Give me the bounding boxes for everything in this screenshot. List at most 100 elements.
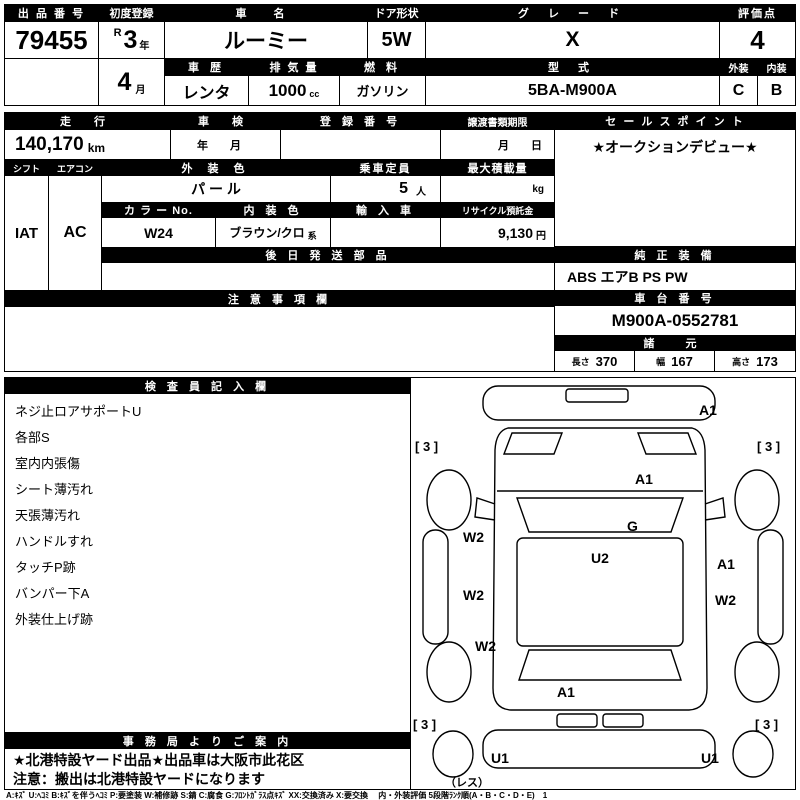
tire-rear-right: [732, 730, 774, 778]
car-name-label: 車 名: [164, 4, 368, 22]
inspector-notes-label: 検 査 員 記 入 欄: [4, 377, 411, 394]
aircon-label: エアコン: [48, 160, 102, 176]
inspector-note-line: ハンドルすれ: [15, 534, 94, 549]
color-no: W24: [101, 217, 216, 248]
dimension-height: 高さ 173: [714, 350, 796, 372]
later-parts: [101, 262, 555, 291]
tire-rear-left: [432, 730, 474, 778]
windshield: [516, 497, 684, 533]
damage-code-label: A1: [717, 556, 735, 572]
year-suffix: 年: [139, 41, 150, 52]
dimension-width: 幅 167: [634, 350, 715, 372]
office-notice-label: 事 務 局 よ り ご 案 内: [4, 732, 411, 749]
mileage-label: 走 行: [4, 112, 171, 130]
damage-code-label: W2: [715, 592, 736, 608]
inspector-note-line: ネジ止ロアサポートU: [15, 404, 142, 419]
height-value: 173: [756, 353, 778, 369]
caution-label: 注 意 事 項 欄: [4, 290, 555, 307]
inspector-note-line: 各部S: [15, 430, 50, 445]
oem-equipment: ABS エアB PS PW: [554, 262, 796, 291]
car-name: ルーミー: [164, 21, 368, 59]
damage-code-label: U2: [591, 550, 609, 566]
capacity-value: 5: [399, 180, 408, 197]
model-code-label: 型 式: [425, 58, 720, 76]
headlight-right: [636, 432, 698, 455]
oem-equipment-label: 純 正 装 備: [554, 247, 796, 263]
height-label: 高さ: [732, 356, 751, 367]
damage-code-label: W2: [463, 529, 484, 545]
damage-code-label: [ 3 ]: [413, 717, 436, 732]
side-sill-left: [422, 529, 449, 645]
displacement-unit: cc: [309, 89, 320, 99]
front-plate: [565, 388, 629, 403]
exterior-grade: C: [719, 75, 758, 106]
month-suffix: 月: [135, 85, 146, 96]
damage-code-label: U1: [491, 750, 509, 766]
inspector-note-line: 室内内張傷: [15, 456, 81, 471]
transfer-deadline-label: 譲渡書類期限: [440, 112, 555, 130]
roof-panel: [516, 537, 684, 647]
damage-code-legend: A:ｷｽﾞ U:ﾍｺﾐ B:ｷｽﾞを伴うﾍｺﾐ P:要塗装 W:補修跡 S:錆 …: [6, 791, 548, 800]
interior-label: 内装: [757, 58, 796, 76]
tire-front-right: [734, 469, 780, 531]
inspection-label: 車 検: [170, 112, 281, 130]
later-parts-label: 後 日 発 送 部 品: [101, 247, 555, 263]
exterior-color: パ ー ル: [101, 175, 331, 203]
headlight-left: [502, 432, 564, 455]
damage-code-label: [ 3 ]: [755, 717, 778, 732]
damage-code-label: A1: [699, 402, 717, 418]
damage-code-label: G: [627, 518, 638, 534]
capacity: 5 人: [330, 175, 441, 203]
recycle-deposit: 9,130 円: [440, 217, 555, 248]
caution-area: [4, 306, 555, 372]
car-body-outline: [492, 427, 708, 711]
chassis-no: M900A-0552781: [554, 305, 796, 336]
mileage-unit: km: [87, 141, 106, 155]
damage-code-label: [ 3 ]: [415, 439, 438, 454]
damage-code-label: W2: [475, 638, 496, 654]
reg-year-value: 3: [123, 25, 138, 54]
first-registration-label: 初度登録: [98, 4, 165, 22]
registration-no-label: 登 録 番 号: [280, 112, 441, 130]
damage-code-label: A1: [635, 471, 653, 487]
sales-point-label: セ ー ル ス ポ イ ン ト: [554, 112, 796, 130]
damage-code-label: （レス）: [445, 776, 489, 789]
dimensions-label: 諸 元: [554, 335, 796, 351]
office-notice-line1: ★北港特設ヤード出品★出品車は大阪市此花区: [13, 752, 305, 768]
grade: X: [425, 21, 720, 59]
auction-no-label: 出 品 番 号: [4, 4, 99, 22]
displacement-label: 排 気 量: [248, 58, 340, 76]
length-value: 370: [595, 353, 618, 369]
door-shape: 5W: [367, 21, 426, 59]
aircon-type: AC: [48, 175, 102, 291]
interior-color: ブラウン/クロ 系: [215, 217, 331, 248]
inspector-note-line: バンパー下A: [15, 586, 90, 601]
shift-label: シフト: [4, 160, 49, 176]
displacement-value: 1000: [268, 80, 307, 100]
office-notice-line2: 注意：搬出は北港特設ヤードになります: [13, 771, 265, 787]
recycle-fee-value: 9,130: [497, 224, 533, 241]
blank-cell: [4, 58, 99, 106]
damage-code-label: A1: [557, 684, 575, 700]
auction-no: 79455: [4, 21, 99, 59]
fuel-label: 燃 料: [339, 58, 426, 76]
inspection-date: 年 月: [170, 129, 281, 160]
shift-type: IAT: [4, 175, 49, 291]
interior-color-suffix: 系: [307, 231, 317, 241]
inspector-note-line: 外装仕上げ跡: [15, 612, 94, 627]
interior-color-value: ブラウン/クロ: [229, 226, 305, 240]
mirror-right: [704, 497, 726, 521]
wheel-arch-rear-left: [426, 641, 472, 703]
score-label: 評価点: [719, 4, 796, 22]
mileage: 140,170 km: [4, 129, 171, 160]
rear-window: [518, 649, 682, 681]
history-label: 車 歴: [164, 58, 249, 76]
reg-month-value: 4: [117, 67, 132, 96]
exterior-label: 外装: [719, 58, 758, 76]
sales-point: ★オークションデビュー★: [554, 129, 796, 247]
interior-color-label: 内 装 色: [215, 202, 331, 218]
capacity-label: 乗車定員: [330, 160, 441, 176]
registration-no: [280, 129, 441, 160]
